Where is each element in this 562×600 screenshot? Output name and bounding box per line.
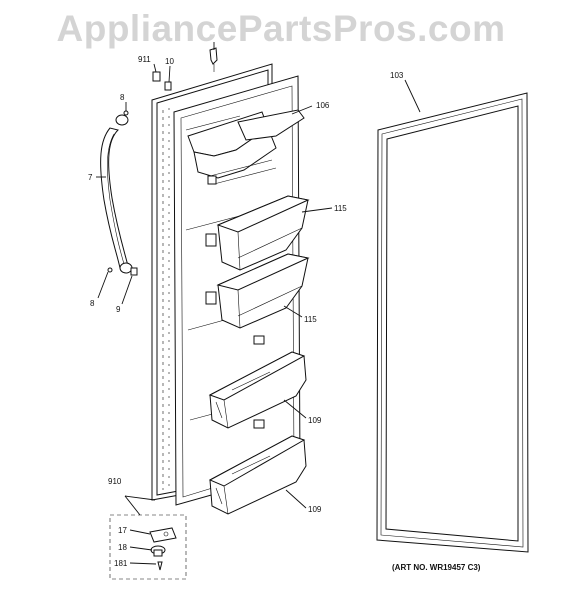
callout-910: 910 (108, 477, 122, 486)
hinge-parts-top (107, 47, 218, 276)
door-bin-109-upper (208, 351, 307, 429)
dairy-compartment (187, 109, 305, 185)
callout-7: 7 (88, 173, 93, 182)
door-bin-115-lower (205, 253, 310, 345)
callout-8-top: 8 (120, 93, 125, 102)
callout-9: 9 (116, 305, 121, 314)
door-handle (100, 114, 133, 274)
callout-115-lower: 115 (304, 315, 317, 324)
door-bin-115-upper (205, 195, 310, 271)
watermark: AppliancePartsPros.com (56, 8, 506, 49)
door-bin-109-lower (208, 419, 307, 515)
callout-911: 911 (138, 55, 151, 64)
callout-18: 18 (118, 543, 127, 552)
hinge-kit-box (109, 495, 187, 580)
door-gasket (376, 92, 529, 553)
art-number: (ART NO. WR19457 C3) (392, 563, 481, 572)
callout-labels: 911 10 103 8 106 7 115 8 9 115 109 910 1… (88, 55, 404, 568)
callout-10: 10 (165, 57, 174, 66)
callout-103: 103 (390, 71, 404, 80)
callout-109-lower: 109 (308, 505, 322, 514)
callout-109-upper: 109 (308, 416, 322, 425)
callout-115-upper: 115 (334, 204, 347, 213)
callout-181: 181 (114, 559, 128, 568)
callout-106: 106 (316, 101, 330, 110)
callout-17: 17 (118, 526, 127, 535)
callout-8-bottom: 8 (90, 299, 95, 308)
leader-lines (96, 42, 421, 565)
